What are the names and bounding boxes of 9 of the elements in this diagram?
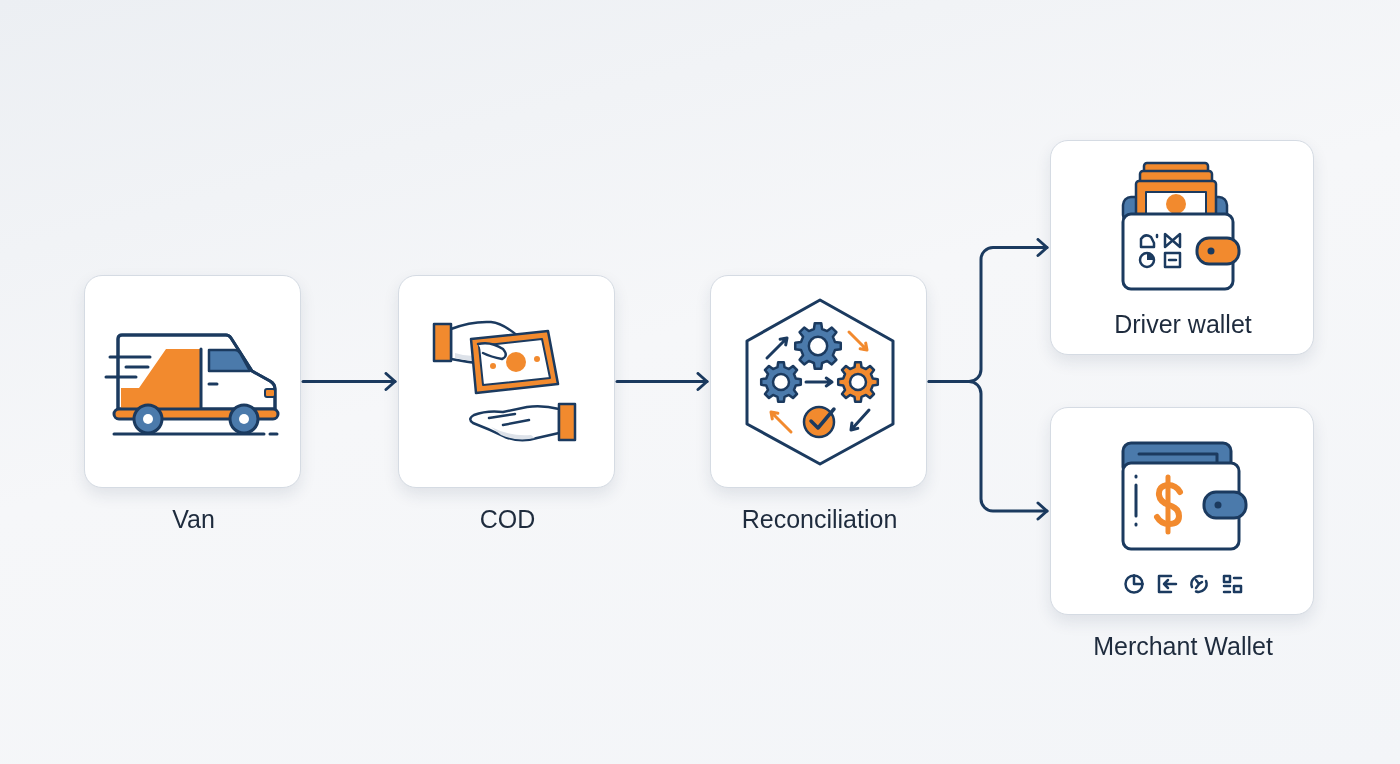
step-label: Van: [172, 504, 215, 534]
arrow: [927, 380, 1049, 521]
step-label: COD: [479, 504, 536, 534]
arrow: [615, 372, 709, 391]
step-card: [1050, 140, 1314, 355]
step-label: Merchant Wallet: [1093, 631, 1273, 661]
step-label: Driver wallet: [1114, 309, 1252, 339]
arrow: [301, 372, 397, 391]
step-label: Reconciliation: [741, 504, 898, 534]
